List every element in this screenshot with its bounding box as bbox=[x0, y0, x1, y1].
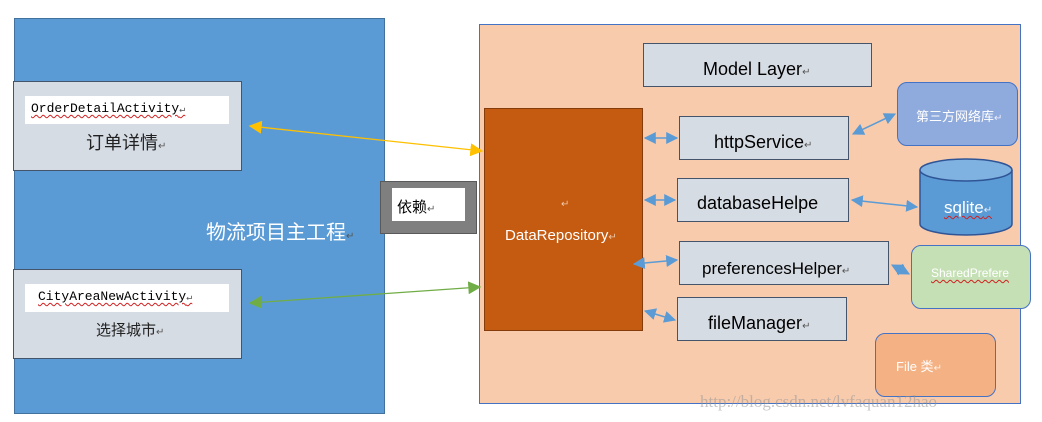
database-helper-label: databaseHelpe bbox=[697, 193, 819, 213]
data-repository-mark: ↵ bbox=[561, 199, 570, 210]
preferences-helper-label: preferencesHelper↵ bbox=[702, 259, 851, 278]
shared-preferences-label: SharedPrefere bbox=[931, 266, 1010, 280]
arrow-http-network-lib bbox=[851, 113, 897, 135]
preferences-helper-box bbox=[679, 241, 889, 285]
main-project-title: 物流项目主工程↵ bbox=[206, 222, 355, 244]
file-class-box bbox=[875, 333, 996, 397]
city-area-caption: 选择城市↵ bbox=[96, 322, 165, 339]
third-party-network-lib-label: 第三方网络库↵ bbox=[916, 109, 1003, 124]
sqlite-label: sqlite↵ bbox=[944, 198, 993, 217]
http-service-box bbox=[679, 116, 849, 160]
city-area-activity-tag bbox=[25, 284, 229, 312]
city-area-activity-label: CityAreaNewActivity↵ bbox=[38, 289, 193, 304]
data-repository-label: DataRepository↵ bbox=[505, 227, 617, 244]
http-service-label: httpService↵ bbox=[714, 132, 813, 152]
watermark-url: http://blog.csdn.net/lvfaquan12hao bbox=[700, 392, 938, 411]
arrow-city-to-repository bbox=[248, 281, 482, 309]
file-class-label: File 类↵ bbox=[896, 359, 942, 374]
arrow-repository-preferences bbox=[632, 255, 679, 269]
file-manager-box bbox=[677, 297, 847, 341]
dependency-label-box bbox=[392, 188, 465, 221]
sqlite-cylinder bbox=[919, 158, 1013, 236]
order-detail-activity-tag bbox=[25, 96, 229, 124]
arrow-repository-file-manager bbox=[643, 308, 677, 323]
order-detail-activity-label: OrderDetailActivity↵ bbox=[31, 101, 186, 116]
data-repository-box bbox=[484, 108, 643, 331]
arrow-preferences-shared bbox=[890, 263, 911, 276]
arrow-database-sqlite bbox=[850, 195, 919, 212]
model-layer-title-box bbox=[643, 43, 872, 87]
arrow-order-to-repository bbox=[248, 120, 484, 157]
dependency-label: 依赖↵ bbox=[397, 199, 436, 216]
model-layer-title: Model Layer↵ bbox=[703, 59, 811, 79]
file-manager-label: fileManager↵ bbox=[708, 313, 811, 333]
database-helper-box bbox=[677, 178, 849, 222]
order-detail-caption: 订单详情↵ bbox=[86, 133, 167, 153]
third-party-network-lib-box bbox=[897, 82, 1018, 146]
shared-preferences-box bbox=[911, 245, 1031, 309]
